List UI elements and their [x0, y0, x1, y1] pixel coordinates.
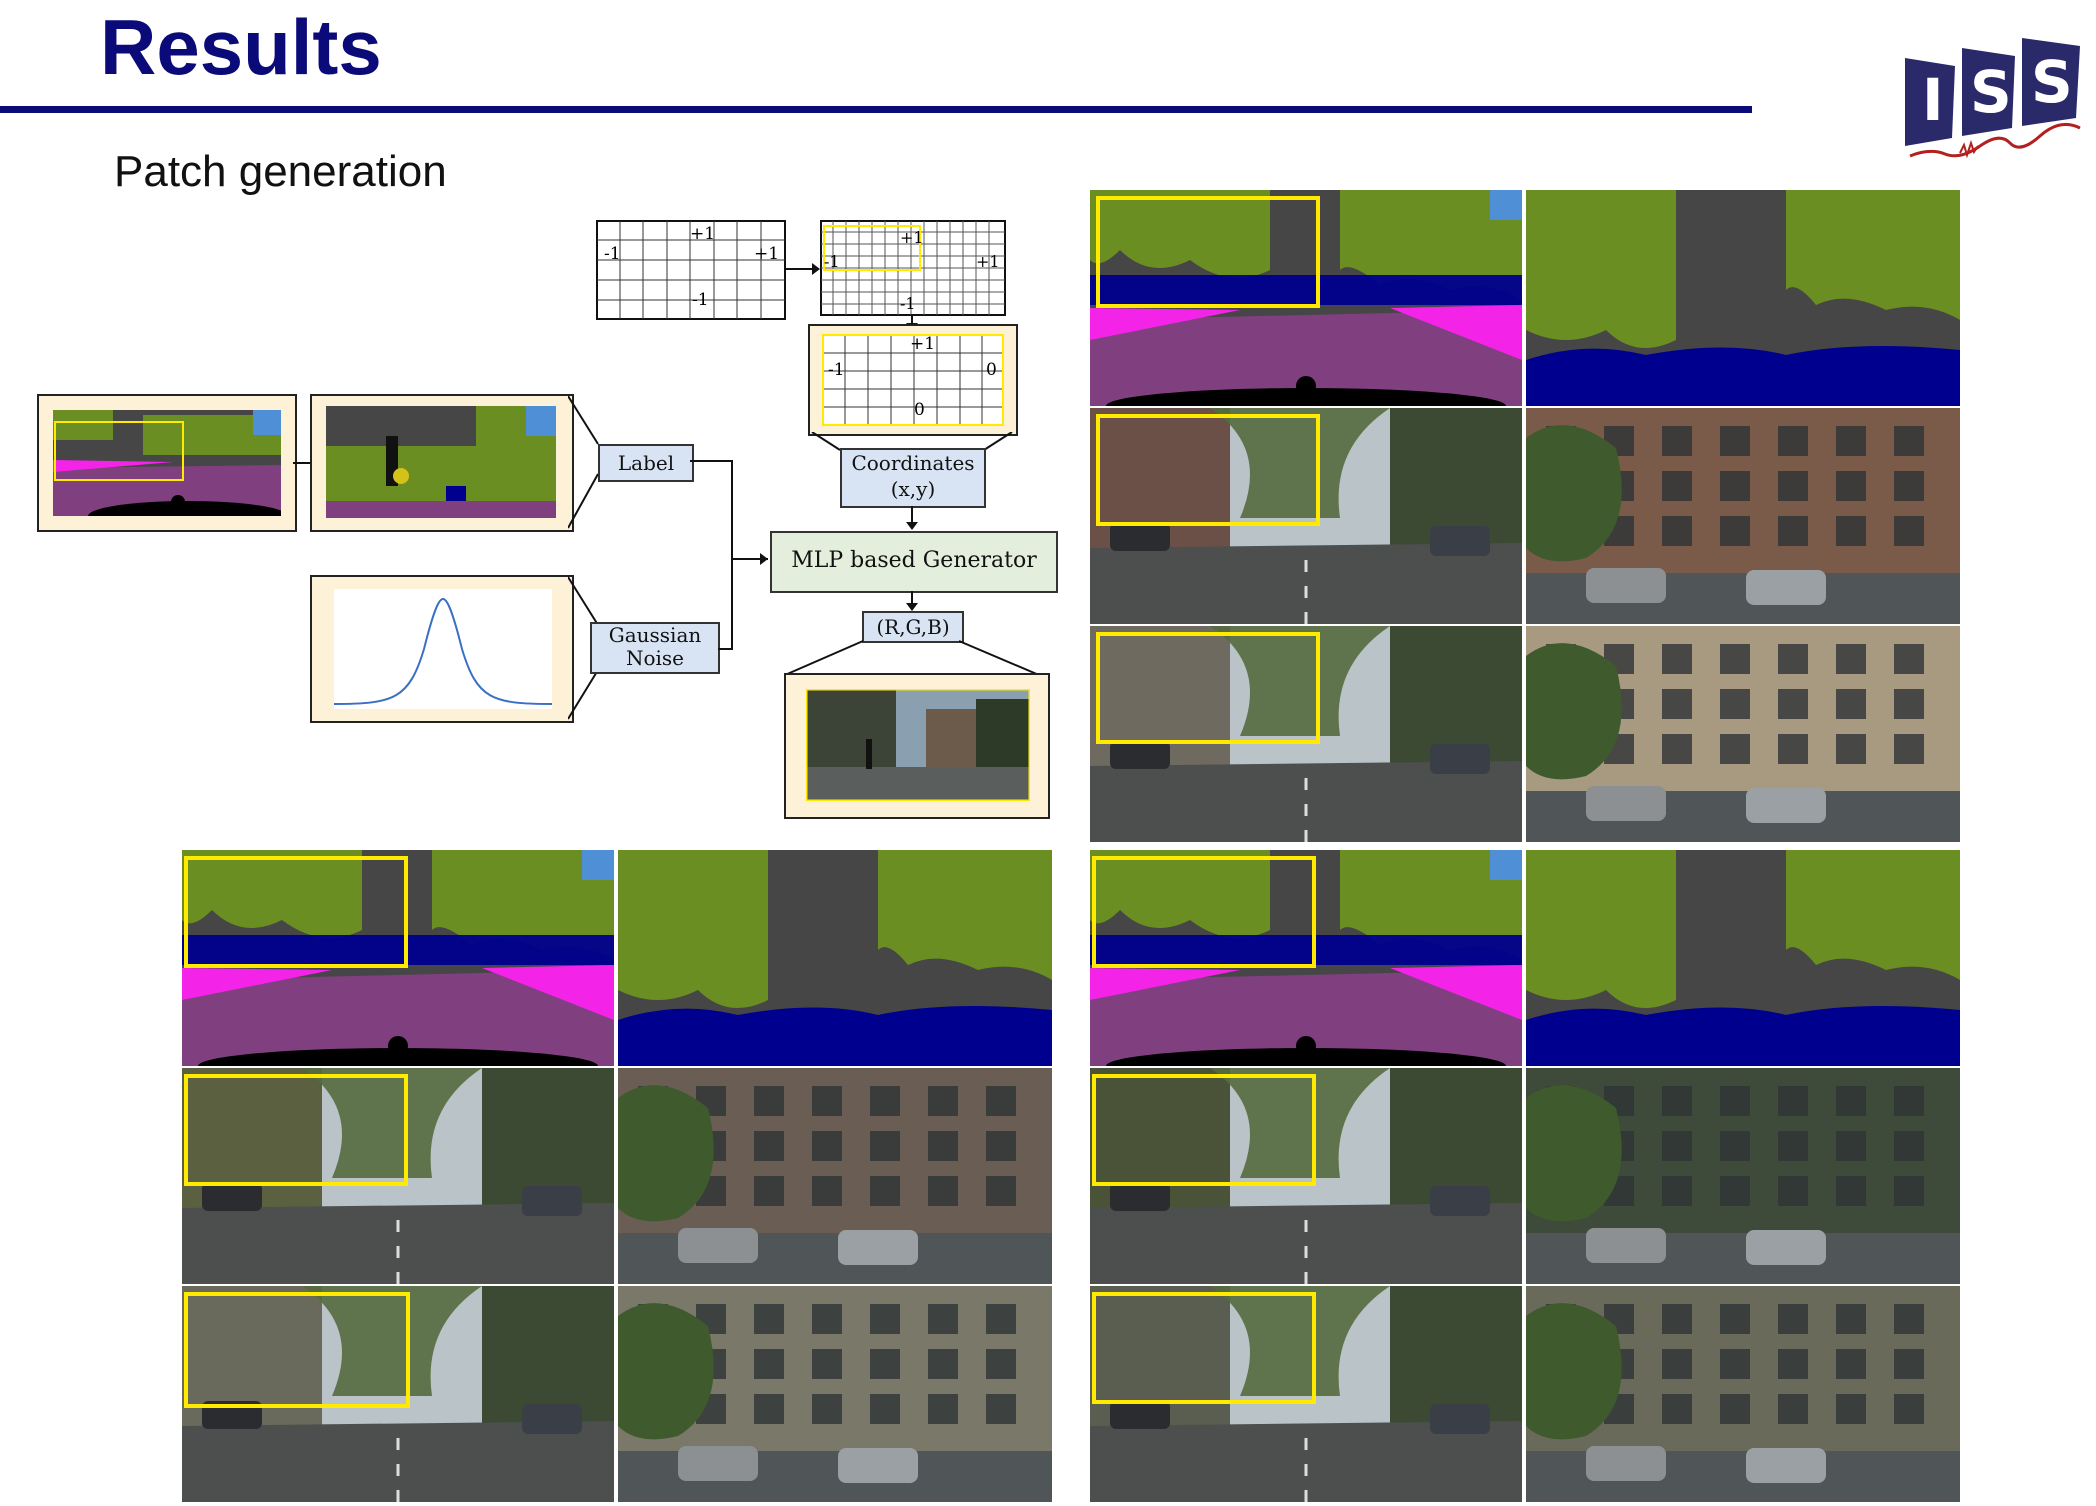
coordinates-line1: Coordinates [851, 451, 975, 475]
zoom-lines-noise [568, 575, 608, 721]
gaussian-curve-plot [334, 589, 552, 709]
fine-coordinate-grid: +1 -1 +1 -1 [820, 220, 1006, 316]
results-grid-top-right [1090, 190, 1960, 842]
generated-image-crop [618, 1286, 1052, 1502]
coordinates-line2: (x,y) [890, 477, 936, 501]
label-map-full [1090, 190, 1522, 406]
slide-subtitle: Patch generation [114, 147, 447, 196]
arrow-coords-gen [905, 506, 919, 530]
svg-text:S: S [2031, 48, 2073, 116]
generated-image-full [1090, 1068, 1522, 1284]
output-patch-frame [784, 673, 1050, 819]
noise-label-line2: Noise [625, 646, 685, 670]
label-map-full [182, 850, 614, 1066]
grid-crop-top: +1 [900, 228, 924, 247]
generated-photo-patch [806, 689, 1030, 801]
svg-text:S: S [1970, 58, 2012, 126]
connector-lines [690, 455, 770, 675]
generated-image-full [1090, 626, 1522, 842]
results-grid-bottom-left [182, 850, 1052, 1502]
arrow-gen-rgb [905, 591, 919, 611]
zoom-lines-label [568, 394, 608, 534]
noise-label-line1: Gaussian [608, 623, 702, 647]
iss-logo: I S S [1900, 28, 2090, 168]
page-title: Results [100, 3, 382, 91]
patch-grid-frame: +1 -1 0 0 [808, 324, 1018, 436]
patch-highlight [1092, 1074, 1316, 1186]
generated-image-crop [1526, 1286, 1960, 1502]
patch-highlight [1096, 414, 1320, 526]
grid-patch-left: -1 [828, 360, 845, 380]
grid-full-top: +1 [690, 224, 716, 244]
svg-text:I: I [1922, 66, 1944, 134]
rgb-output-box: (R,G,B) [862, 611, 964, 643]
grid-full-right: +1 [754, 244, 780, 264]
gaussian-frame [310, 575, 574, 723]
grid-patch-right: 0 [986, 360, 997, 380]
grid-full-left: -1 [604, 244, 621, 264]
patch-highlight [1096, 632, 1320, 744]
results-grid-bottom-right [1090, 850, 1960, 1502]
patch-highlight [184, 1074, 408, 1186]
patch-highlight [184, 1292, 410, 1408]
label-map-crop [618, 850, 1052, 1066]
cropped-label-frame [310, 394, 574, 532]
generated-image-crop [618, 1068, 1052, 1284]
arrow-grid [786, 262, 820, 276]
grid-crop-right: +1 [976, 252, 1000, 271]
patch-highlight [1092, 1292, 1316, 1404]
grid-crop-bottom: -1 [900, 294, 916, 313]
zoom-lines-coords [810, 432, 1016, 452]
label-input-box: Label [598, 444, 694, 482]
generated-image-full [1090, 1286, 1522, 1502]
generated-image-crop [1526, 626, 1960, 842]
grid-full-bottom: -1 [692, 290, 709, 310]
input-label-map [53, 410, 281, 516]
label-map-full [1090, 850, 1522, 1066]
title-divider [0, 106, 1752, 113]
patch-highlight [1092, 856, 1316, 968]
generated-image-crop [1526, 1068, 1960, 1284]
grid-patch-top: +1 [910, 334, 936, 354]
grid-patch-bottom: 0 [914, 400, 925, 420]
zoom-lines-output [783, 639, 1043, 677]
patch-highlight [1096, 196, 1320, 308]
full-coordinate-grid: +1 -1 +1 -1 [596, 220, 786, 320]
generated-image-full [1090, 408, 1522, 624]
coordinates-box: Coordinates (x,y) [840, 448, 986, 508]
generated-image-crop [1526, 408, 1960, 624]
cropped-label-patch [326, 406, 556, 518]
grid-crop-left: -1 [824, 252, 840, 271]
mlp-generator-box: MLP based Generator [770, 531, 1058, 593]
noise-input-box: Gaussian Noise [590, 622, 720, 674]
patch-highlight [184, 856, 408, 968]
label-map-crop [1526, 190, 1960, 406]
label-map-crop [1526, 850, 1960, 1066]
generated-image-full [182, 1068, 614, 1284]
input-label-frame [37, 394, 297, 532]
generated-image-full [182, 1286, 614, 1502]
